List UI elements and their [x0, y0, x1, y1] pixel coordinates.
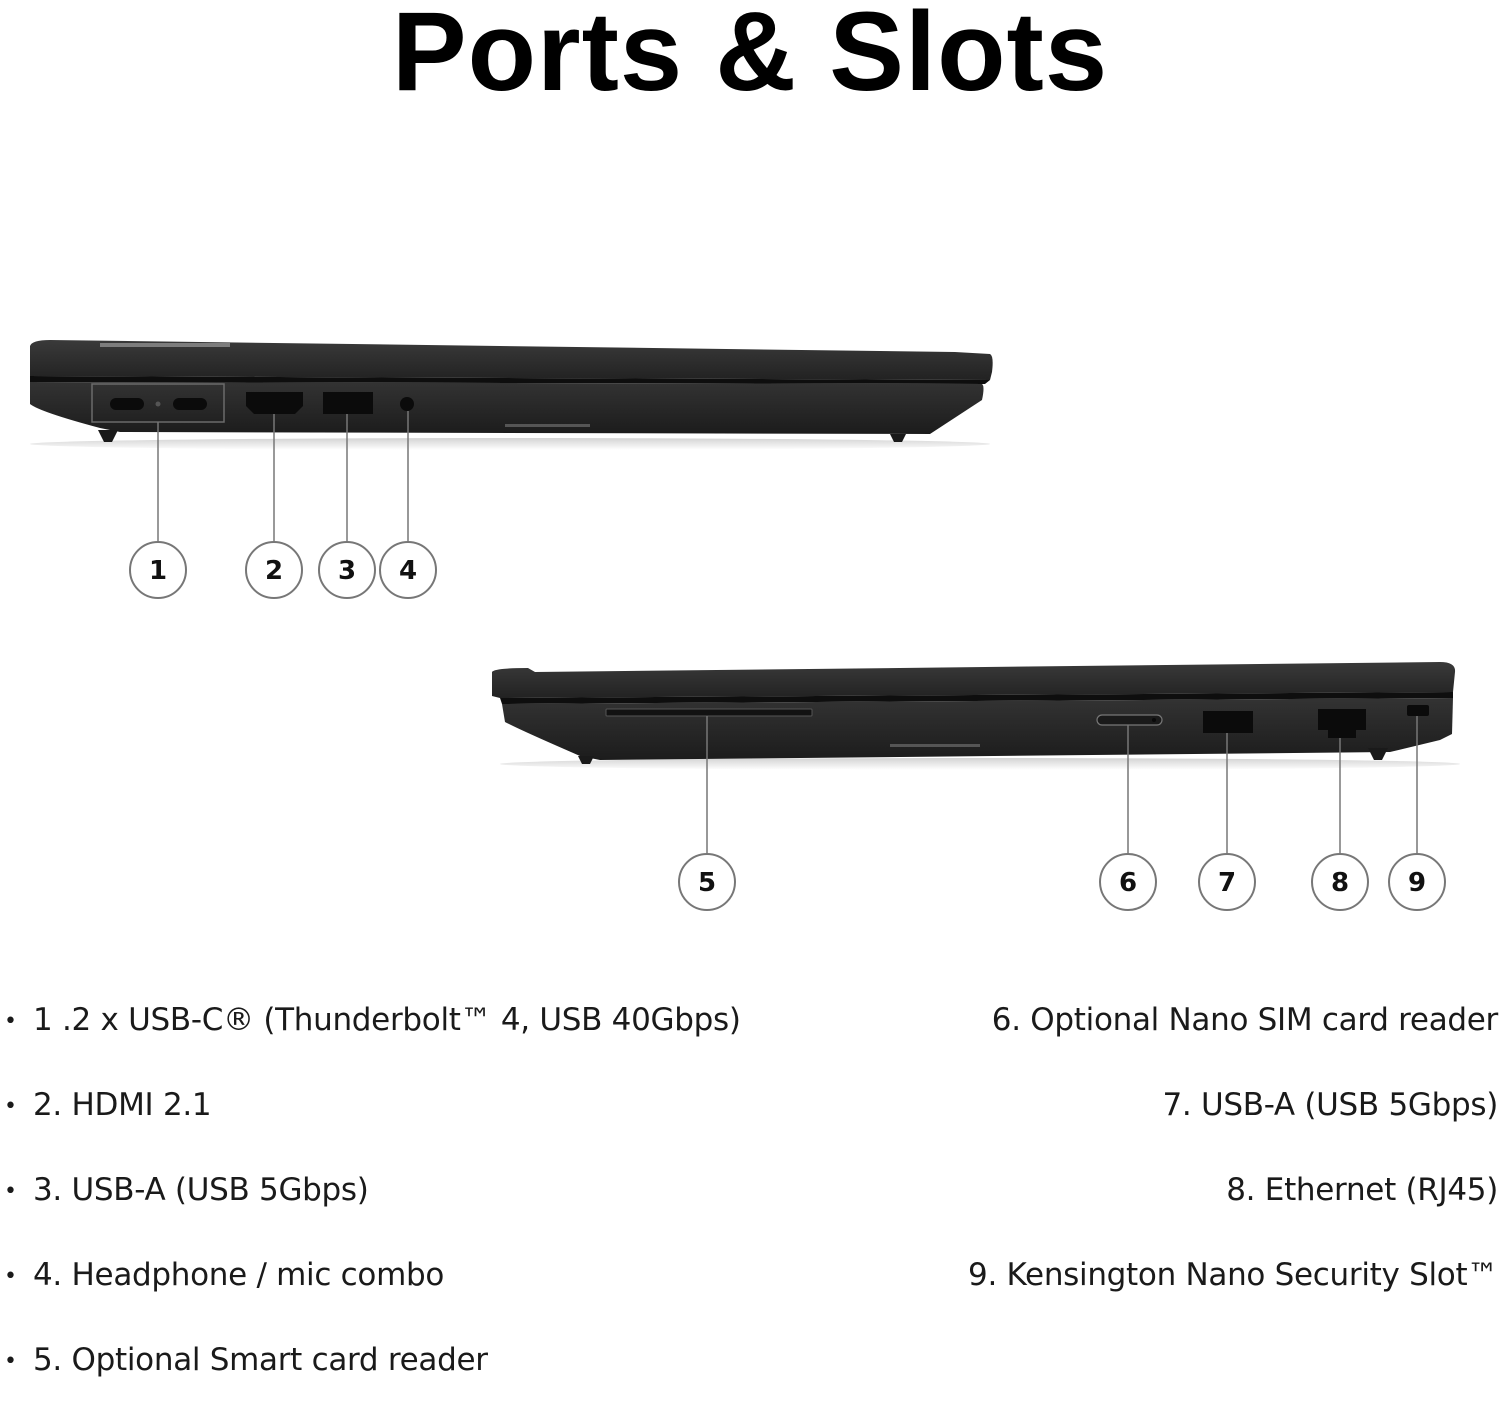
- callout-4: 4: [379, 541, 437, 599]
- legend-item-6: 6. Optional Nano SIM card reader: [991, 1002, 1499, 1038]
- hdmi-port: [246, 392, 303, 414]
- svg-text:2: 2: [265, 556, 283, 586]
- bullet-icon: •: [4, 1348, 17, 1374]
- legend-item-4: •4. Headphone / mic combo: [0, 1251, 741, 1336]
- ports-diagram: 1 2 3 4: [30, 340, 1460, 911]
- svg-text:8: 8: [1331, 868, 1349, 898]
- legend-right: 6. Optional Nano SIM card reader 7. USB-…: [968, 996, 1498, 1336]
- legend-item-9: 9. Kensington Nano Security Slot™: [968, 1257, 1498, 1293]
- callout-8: 8: [1311, 853, 1369, 911]
- smart-card-slot: [605, 708, 813, 717]
- usb-a-port-right: [1203, 711, 1253, 733]
- callout-3: 3: [318, 541, 376, 599]
- laptop-right-side: [492, 662, 1460, 770]
- svg-text:4: 4: [399, 556, 417, 586]
- laptop-left-side: [30, 340, 993, 450]
- legend-item-8: 8. Ethernet (RJ45): [1226, 1172, 1498, 1208]
- callout-7: 7: [1198, 853, 1256, 911]
- legend-item-3: •3. USB-A (USB 5Gbps): [0, 1166, 741, 1251]
- usb-c-port-2: [173, 398, 207, 410]
- audio-jack: [400, 397, 414, 411]
- lenovo-logo-strip: [100, 343, 230, 347]
- ethernet-port: [1318, 709, 1366, 738]
- callout-9: 9: [1388, 853, 1446, 911]
- kensington-slot: [1407, 705, 1429, 716]
- usb-a-port-left: [323, 392, 373, 414]
- svg-text:9: 9: [1408, 868, 1426, 898]
- svg-text:1: 1: [149, 556, 167, 586]
- bullet-icon: •: [4, 1093, 17, 1119]
- bullet-icon: •: [4, 1008, 17, 1034]
- callout-2: 2: [245, 541, 303, 599]
- legend-item-1: •1 .2 x USB-C® (Thunderbolt™ 4, USB 40Gb…: [0, 996, 741, 1081]
- svg-text:5: 5: [698, 868, 716, 898]
- page-title: Ports & Slots: [391, 0, 1109, 114]
- legend-item-2: •2. HDMI 2.1: [0, 1081, 741, 1166]
- legend-item-7: 7. USB-A (USB 5Gbps): [1162, 1087, 1498, 1123]
- callout-6: 6: [1099, 853, 1157, 911]
- callout-5: 5: [678, 853, 736, 911]
- bullet-icon: •: [4, 1263, 17, 1289]
- legend-item-5: •5. Optional Smart card reader: [0, 1336, 741, 1421]
- svg-text:6: 6: [1119, 868, 1137, 898]
- bullet-icon: •: [4, 1178, 17, 1204]
- legend-left: •1 .2 x USB-C® (Thunderbolt™ 4, USB 40Gb…: [0, 996, 741, 1421]
- nano-sim-slot: [1096, 714, 1163, 726]
- svg-text:7: 7: [1218, 868, 1236, 898]
- callout-1: 1: [129, 541, 187, 599]
- svg-text:3: 3: [338, 556, 356, 586]
- usb-c-port-1: [110, 398, 144, 410]
